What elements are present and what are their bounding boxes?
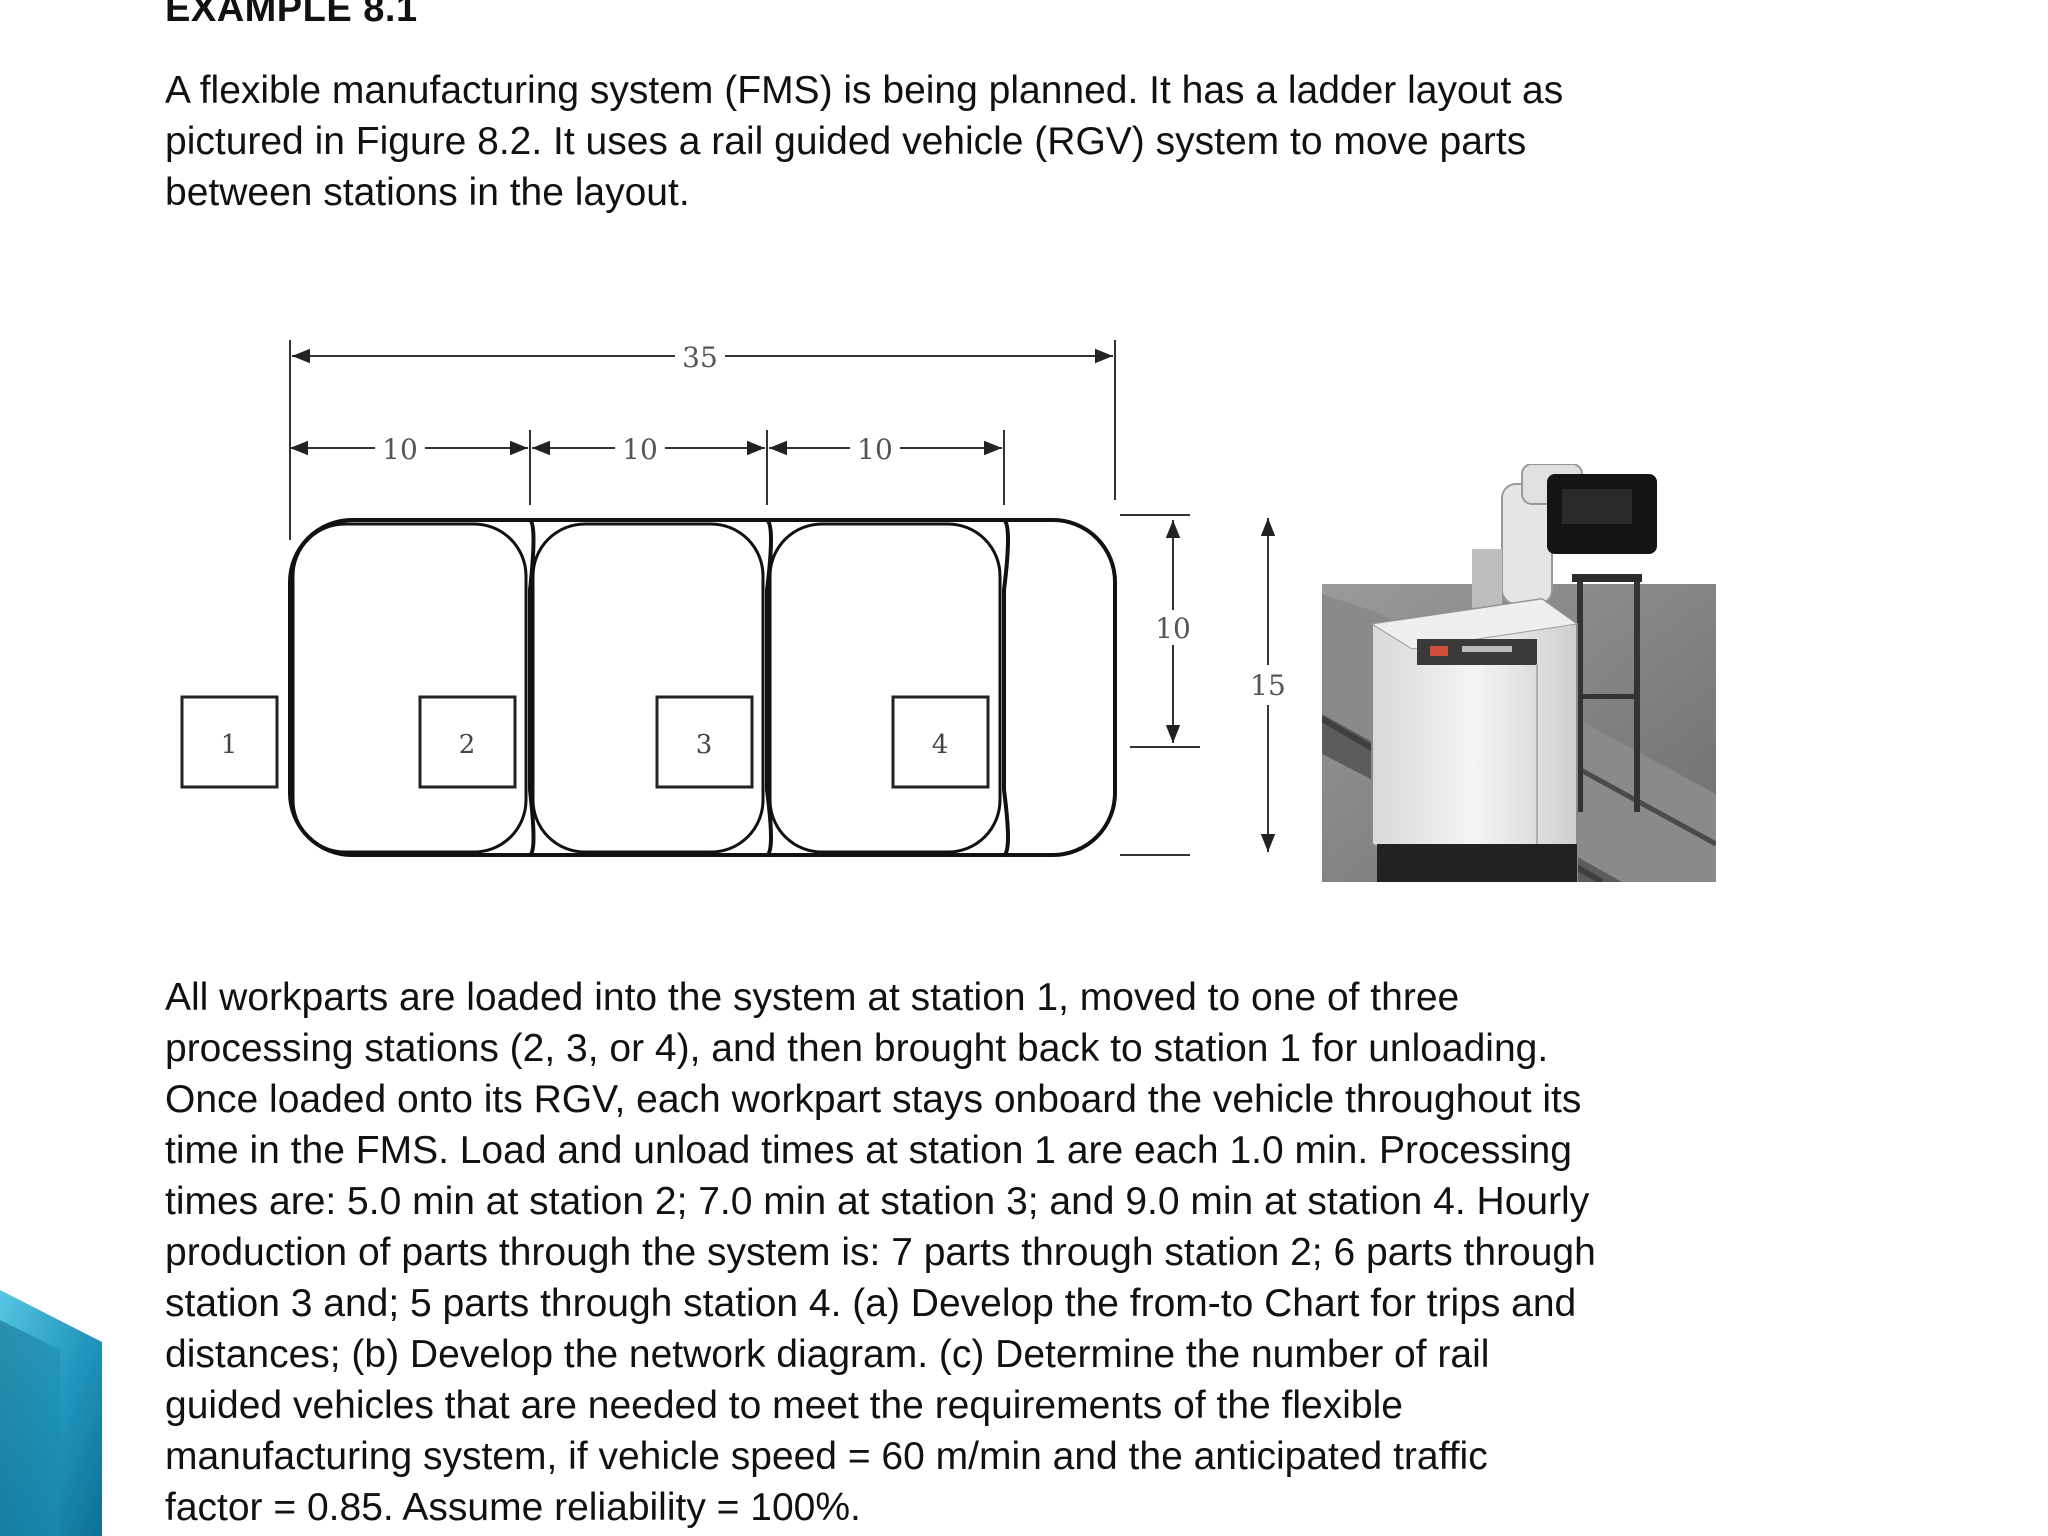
statement-line: processing stations (2, 3, or 4), and th… <box>165 1027 1549 1070</box>
intro-paragraph: A flexible manufacturing system (FMS) is… <box>165 65 1563 218</box>
station-label: 3 <box>696 730 713 760</box>
dimension-segment-label: 10 <box>857 433 893 466</box>
station-box <box>180 695 279 789</box>
inner-loop <box>291 522 528 854</box>
dimension-segments: 10 10 10 <box>290 430 1005 505</box>
dimension-total: 35 <box>289 340 1116 540</box>
rgv-photo <box>1322 464 1716 882</box>
problem-statement: All workparts are loaded into the system… <box>165 972 1596 1533</box>
ladder-rung <box>765 518 773 857</box>
statement-line: times are: 5.0 min at station 2; 7.0 min… <box>165 1180 1590 1223</box>
statement-line: Once loaded onto its RGV, each workpart … <box>165 1078 1582 1121</box>
dimension-heights: 10 15 <box>1120 514 1286 856</box>
statement-line: production of parts through the system i… <box>165 1231 1596 1274</box>
statement-line: station 3 and; 5 parts through station 4… <box>165 1282 1577 1325</box>
station-box <box>655 695 754 789</box>
station-label: 4 <box>932 730 949 760</box>
statement-line: guided vehicles that are needed to meet … <box>165 1384 1403 1427</box>
outer-loop <box>288 518 1117 857</box>
station-box <box>418 695 517 789</box>
inner-loop <box>768 522 1002 854</box>
station-box <box>891 695 990 789</box>
statement-line: manufacturing system, if vehicle speed =… <box>165 1435 1488 1478</box>
statement-line: time in the FMS. Load and unload times a… <box>165 1129 1572 1172</box>
statement-line: factor = 0.85. Assume reliability = 100%… <box>165 1486 861 1529</box>
ladder-layout-figure: 35 10 10 10 <box>180 340 1286 857</box>
statement-line: distances; (b) Develop the network diagr… <box>165 1333 1490 1376</box>
stations: 1 2 3 4 <box>180 695 990 789</box>
ladder-rung <box>528 518 536 857</box>
station-label: 2 <box>459 730 476 760</box>
statement-line: All workparts are loaded into the system… <box>165 976 1460 1019</box>
dimension-inner-height-label: 10 <box>1155 612 1191 645</box>
dimension-total-label: 35 <box>682 341 718 374</box>
inner-loop <box>531 522 765 854</box>
ladder-rung <box>1002 518 1010 857</box>
dimension-segment-label: 10 <box>382 433 418 466</box>
corner-decoration <box>0 1290 102 1536</box>
example-heading: EXAMPLE 8.1 <box>165 0 418 30</box>
station-label: 1 <box>221 730 238 760</box>
ladder-track <box>288 518 1117 857</box>
dimension-outer-height-label: 15 <box>1250 669 1286 702</box>
intro-line: pictured in Figure 8.2. It uses a rail g… <box>165 120 1527 163</box>
dimension-segment-label: 10 <box>622 433 658 466</box>
intro-line: between stations in the layout. <box>165 171 690 214</box>
intro-line: A flexible manufacturing system (FMS) is… <box>165 69 1564 112</box>
